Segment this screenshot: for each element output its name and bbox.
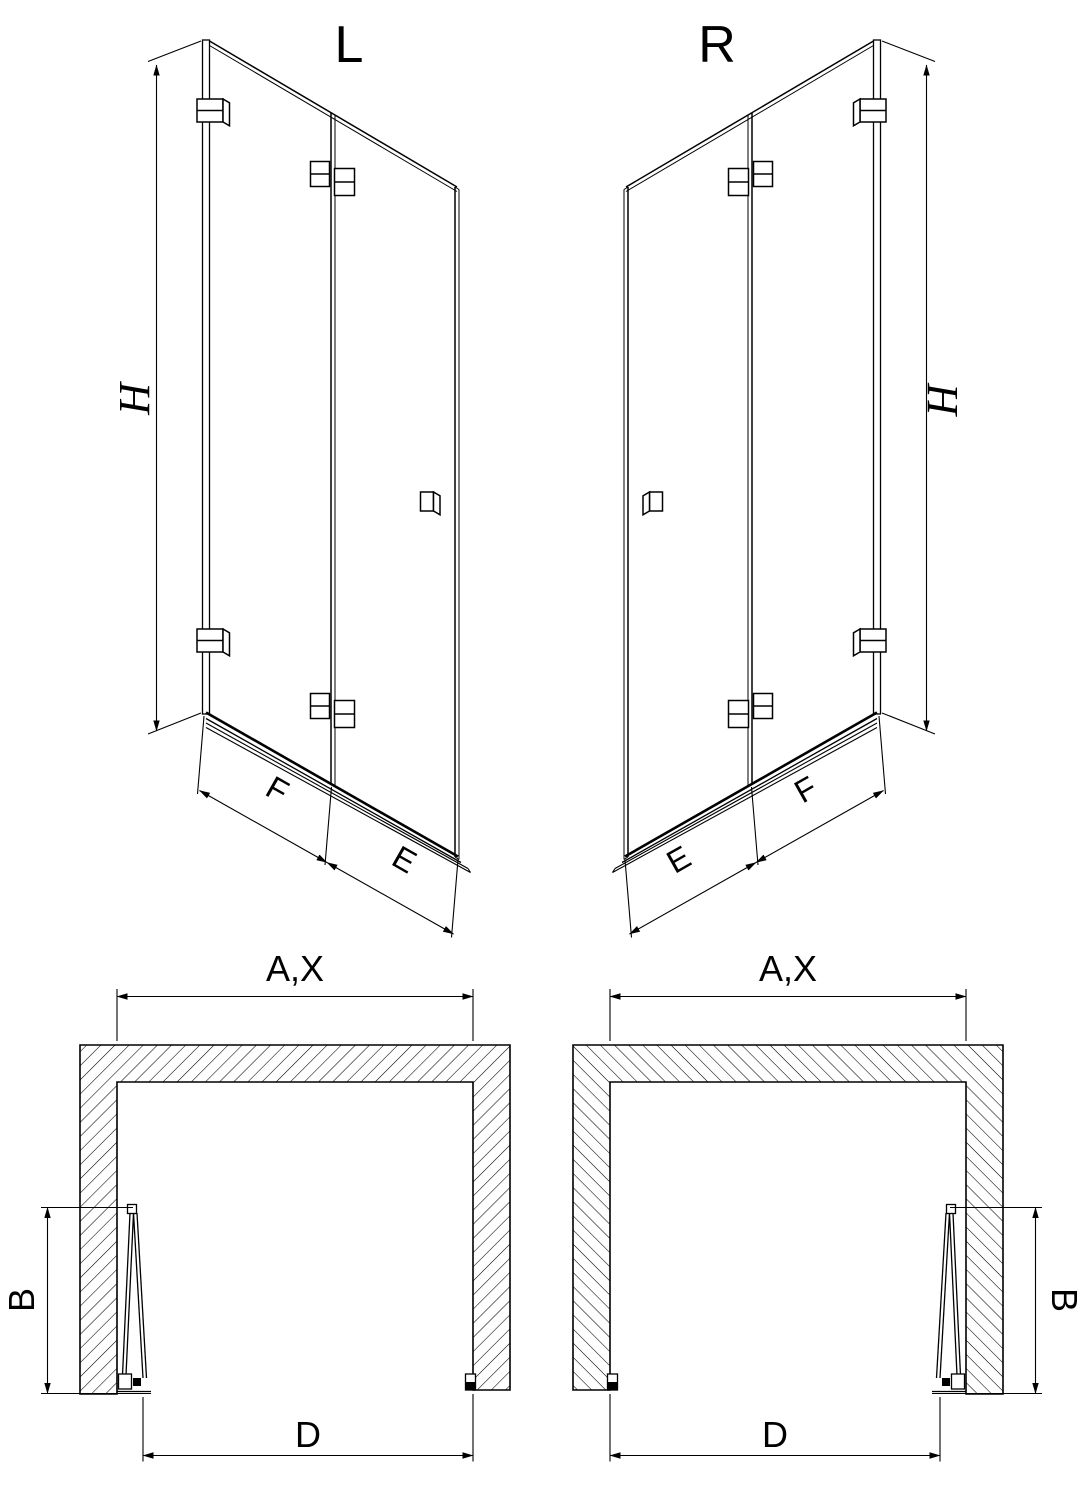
hinge-bottom-fold [309,692,356,729]
hinge-bottom-wall [196,627,231,658]
left-elevation-geometry [147,39,471,938]
left-plan-opening-width-label: D [295,1414,321,1455]
right-variant-label: R [698,16,736,74]
wall-profile [201,39,211,715]
left-plan-overall-width-label: A,X [266,948,324,989]
right-plan-opening-width-label: D [762,1414,788,1455]
folded-door-plan [117,1203,151,1393]
left-elevation-dimensions [147,40,459,938]
left-plan-dimensions [41,989,474,1462]
right-height-dimension-label: H [918,382,967,417]
door-handle [419,490,441,517]
left-height-dimension-label: H [110,381,159,416]
left-plan-fold-depth-label: B [1,1288,42,1312]
right-plan-overall-width-label: A,X [759,948,817,989]
left-variant-label: L [335,16,364,74]
hinge-top-fold [309,160,356,197]
right-plan-fold-depth-label: B [1044,1288,1083,1312]
hinge-top-wall [196,97,231,128]
left-plan-geometry [41,989,511,1462]
opposite-jamb-profile [464,1373,477,1391]
